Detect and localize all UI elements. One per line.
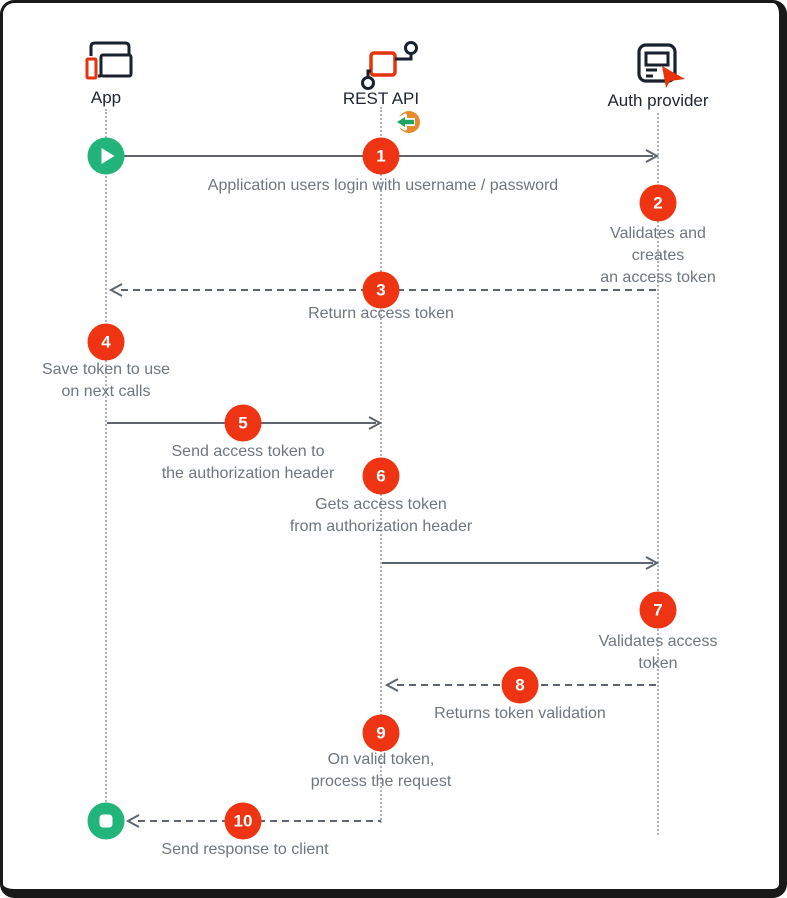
step-3-badge: 3 — [362, 271, 400, 309]
step-3-label: Return access token — [308, 305, 454, 322]
step-2-badge: 2 — [639, 184, 677, 222]
step-10-badge: 10 — [224, 802, 262, 840]
actor-app-label: App — [90, 88, 122, 107]
devices-icon — [85, 41, 133, 80]
api-node-icon — [361, 41, 418, 90]
step-1-label: Application users login with username / … — [207, 177, 559, 194]
arrow-rest-to-auth — [382, 556, 660, 570]
lifeline-app — [105, 109, 107, 821]
actor-auth-provider-label: Auth provider — [607, 91, 709, 110]
step-10-label: Send response to client — [161, 841, 329, 858]
lifeline-auth-provider — [657, 113, 659, 835]
step-6-label: Gets access token from authorization hea… — [289, 496, 473, 535]
step-8-label: Returns token validation — [434, 705, 606, 722]
step-7-label: Validates access token — [598, 633, 718, 672]
step-7-badge: 7 — [639, 591, 677, 629]
auth-screen-cursor-icon — [637, 43, 685, 88]
play-icon — [87, 137, 125, 175]
step-9-badge: 9 — [362, 714, 400, 752]
step-6-badge: 6 — [362, 457, 400, 495]
step-1-badge: 1 — [362, 137, 400, 175]
step-5-badge: 5 — [224, 404, 262, 442]
step-5-label: Send access token to the authorization h… — [161, 443, 335, 482]
step-8-badge: 8 — [501, 666, 539, 704]
actor-rest-api-label: REST API — [342, 89, 420, 108]
step-9-label: On valid token, process the request — [310, 751, 452, 790]
return-arrow-icon — [393, 111, 420, 133]
stop-icon — [87, 802, 125, 840]
step-4-badge: 4 — [87, 323, 125, 361]
step-2-label: Validates and creates an access token — [600, 225, 716, 286]
arrow-step-8 — [384, 678, 659, 692]
step-4-label: Save token to use on next calls — [41, 361, 171, 400]
